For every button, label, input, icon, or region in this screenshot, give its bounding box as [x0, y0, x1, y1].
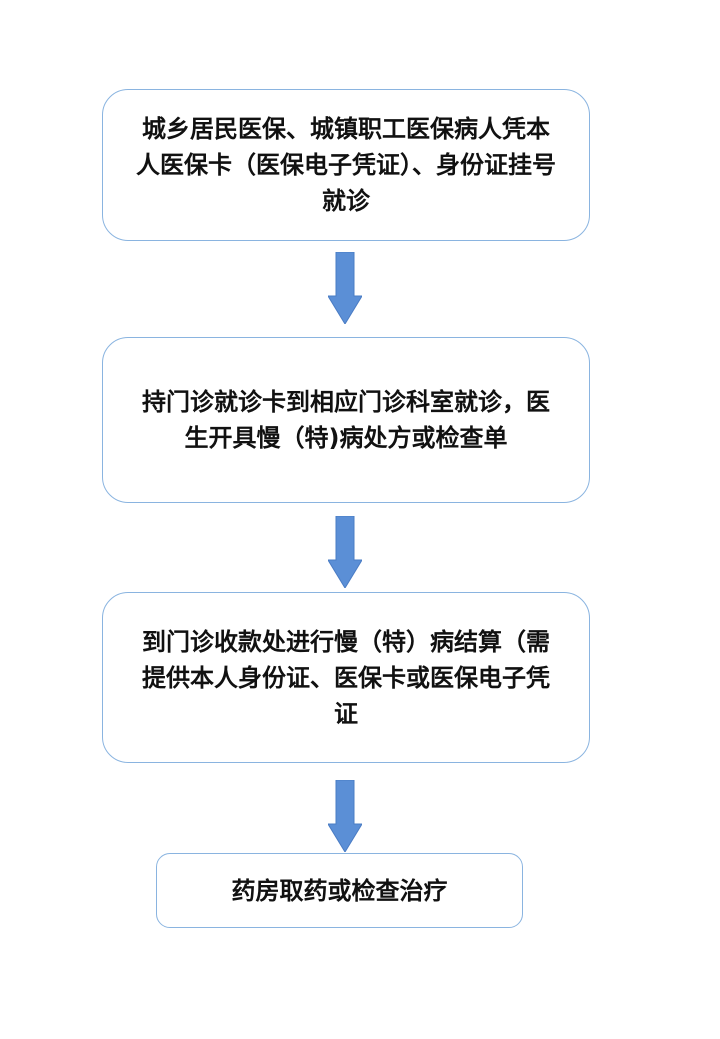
arrow-down-icon-1 — [328, 252, 362, 324]
arrow-down-icon-3 — [328, 780, 362, 852]
step-4-text: 药房取药或检查治疗 — [231, 876, 448, 905]
step-4-box: 药房取药或检查治疗 — [156, 853, 523, 928]
arrow-down-icon-2 — [328, 516, 362, 588]
step-3-box: 到门诊收款处进行慢（特）病结算（需提供本人身份证、医保卡或医保电子凭证 — [102, 592, 590, 763]
step-2-text: 持门诊就诊卡到相应门诊科室就诊，医生开具慢（特)病处方或检查单 — [142, 388, 550, 452]
step-1-text: 城乡居民医保、城镇职工医保病人凭本人医保卡（医保电子凭证）、身份证挂号就诊 — [136, 115, 556, 215]
step-3-text: 到门诊收款处进行慢（特）病结算（需提供本人身份证、医保卡或医保电子凭证 — [142, 627, 550, 728]
step-2-box: 持门诊就诊卡到相应门诊科室就诊，医生开具慢（特)病处方或检查单 — [102, 337, 590, 503]
step-1-box: 城乡居民医保、城镇职工医保病人凭本人医保卡（医保电子凭证）、身份证挂号就诊 — [102, 89, 590, 241]
